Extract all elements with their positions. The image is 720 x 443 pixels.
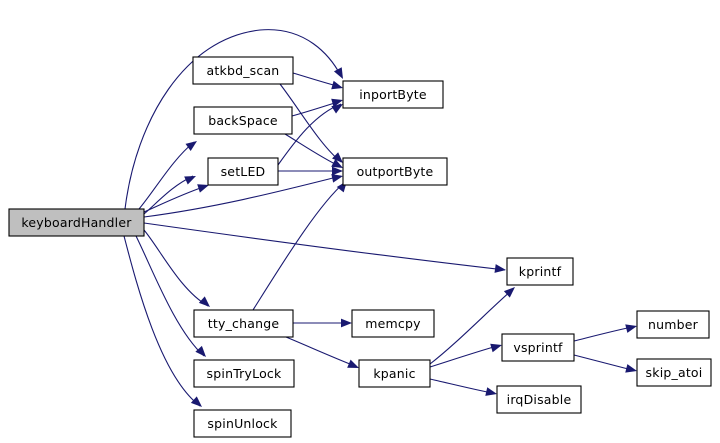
node-label: outportByte [357,164,434,179]
node-box[interactable] [506,257,574,286]
call-edge-tty_change-to-outportByte [252,181,346,311]
node-box[interactable] [351,309,435,338]
arrow-head-icon [331,104,343,114]
node-label: memcpy [365,316,421,331]
call-edge-vsprintf-to-number [573,326,633,342]
graph-node-inportByte[interactable]: inportByte [342,80,444,109]
arrow-head-icon [485,387,497,396]
arrow-head-icon [331,173,343,183]
graph-node-memcpy[interactable]: memcpy [351,309,435,338]
arrow-head-icon [490,343,502,353]
node-box[interactable] [636,310,710,339]
arrow-head-icon [331,98,343,108]
arrow-head-icon [494,264,506,273]
node-label: skip_atoi [646,365,703,380]
arrow-head-icon [503,287,515,298]
node-label: setLED [221,164,266,179]
node-box[interactable] [193,409,292,438]
graph-node-vsprintf[interactable]: vsprintf [501,333,575,362]
graph-node-backSpace[interactable]: backSpace [193,106,293,135]
arrow-head-icon [331,158,343,168]
node-box[interactable] [501,333,575,362]
call-edge-tty_change-to-kpanic [285,336,356,367]
call-edge-keyboardHandler-to-spinTryLock [135,235,205,357]
node-label: irqDisable [507,392,572,407]
arrow-heads-layer [184,67,637,407]
call-edge-kpanic-to-kprintf [429,289,513,365]
node-box[interactable] [193,309,294,338]
graph-node-number[interactable]: number [636,310,710,339]
graph-node-outportByte[interactable]: outportByte [342,157,448,186]
call-edge-keyboardHandler-to-backSpace [138,141,195,210]
arrow-head-icon [333,67,343,79]
node-box[interactable] [207,157,279,186]
arrow-head-icon [341,318,352,328]
graph-node-spinUnlock[interactable]: spinUnlock [193,409,292,438]
node-box[interactable] [342,80,444,109]
call-edge-keyboardHandler-to-kprintf [143,222,506,271]
call-edge-atkbd_scan-to-outportByte [279,83,342,163]
call-edge-keyboardHandler-to-spinUnlock [123,235,201,407]
node-label: kprintf [519,264,562,279]
node-box[interactable] [193,359,295,388]
graph-node-spinTryLock[interactable]: spinTryLock [193,359,295,388]
arrow-head-icon [184,176,196,185]
graph-node-kpanic[interactable]: kpanic [358,359,431,388]
node-label: vsprintf [513,340,563,355]
arrow-head-icon [625,324,637,333]
arrow-head-icon [347,359,359,368]
node-label: tty_change [208,316,280,331]
arrow-head-icon [332,152,343,163]
node-label: backSpace [208,113,278,128]
graph-node-keyboardHandler[interactable]: keyboardHandler [8,208,145,237]
arrow-head-icon [625,364,637,373]
node-box[interactable] [193,106,293,135]
call-edge-keyboardHandler-to-outportByte [143,175,342,218]
call-edge-keyboardHandler-to-inportByte [124,29,342,210]
arrow-head-icon [198,296,210,307]
node-label: spinUnlock [207,416,278,431]
graph-node-skip_atoi[interactable]: skip_atoi [636,358,712,387]
node-box[interactable] [496,385,582,414]
call-edge-keyboardHandler-to-tty_change [143,229,209,307]
arrow-head-icon [332,166,343,176]
graph-node-setLED[interactable]: setLED [207,157,279,186]
arrow-head-icon [331,80,343,90]
node-label: kpanic [373,366,415,381]
node-box[interactable] [636,358,712,387]
node-box[interactable] [192,56,294,85]
node-label: spinTryLock [207,366,282,381]
node-label: keyboardHandler [21,215,132,230]
arrow-head-icon [197,184,209,193]
node-box[interactable] [358,359,431,388]
call-edge-backSpace-to-outportByte [284,133,342,168]
node-label: number [648,317,699,332]
graph-node-tty_change[interactable]: tty_change [193,309,294,338]
call-edge-kpanic-to-vsprintf [429,345,498,368]
nodes-layer: keyboardHandler atkbd_scan inportByte backS… [8,56,712,438]
arrow-head-icon [185,141,197,152]
node-box[interactable] [8,208,145,237]
graph-node-kprintf[interactable]: kprintf [506,257,574,286]
call-edge-vsprintf-to-skip_atoi [573,354,633,371]
graph-node-atkbd_scan[interactable]: atkbd_scan [192,56,294,85]
node-label: inportByte [359,87,427,102]
call-edge-kpanic-to-irqDisable [429,378,493,394]
graph-node-irqDisable[interactable]: irqDisable [496,385,582,414]
node-box[interactable] [342,157,448,186]
arrow-head-icon [190,396,202,407]
node-label: atkbd_scan [207,63,280,78]
arrow-head-icon [195,345,206,357]
